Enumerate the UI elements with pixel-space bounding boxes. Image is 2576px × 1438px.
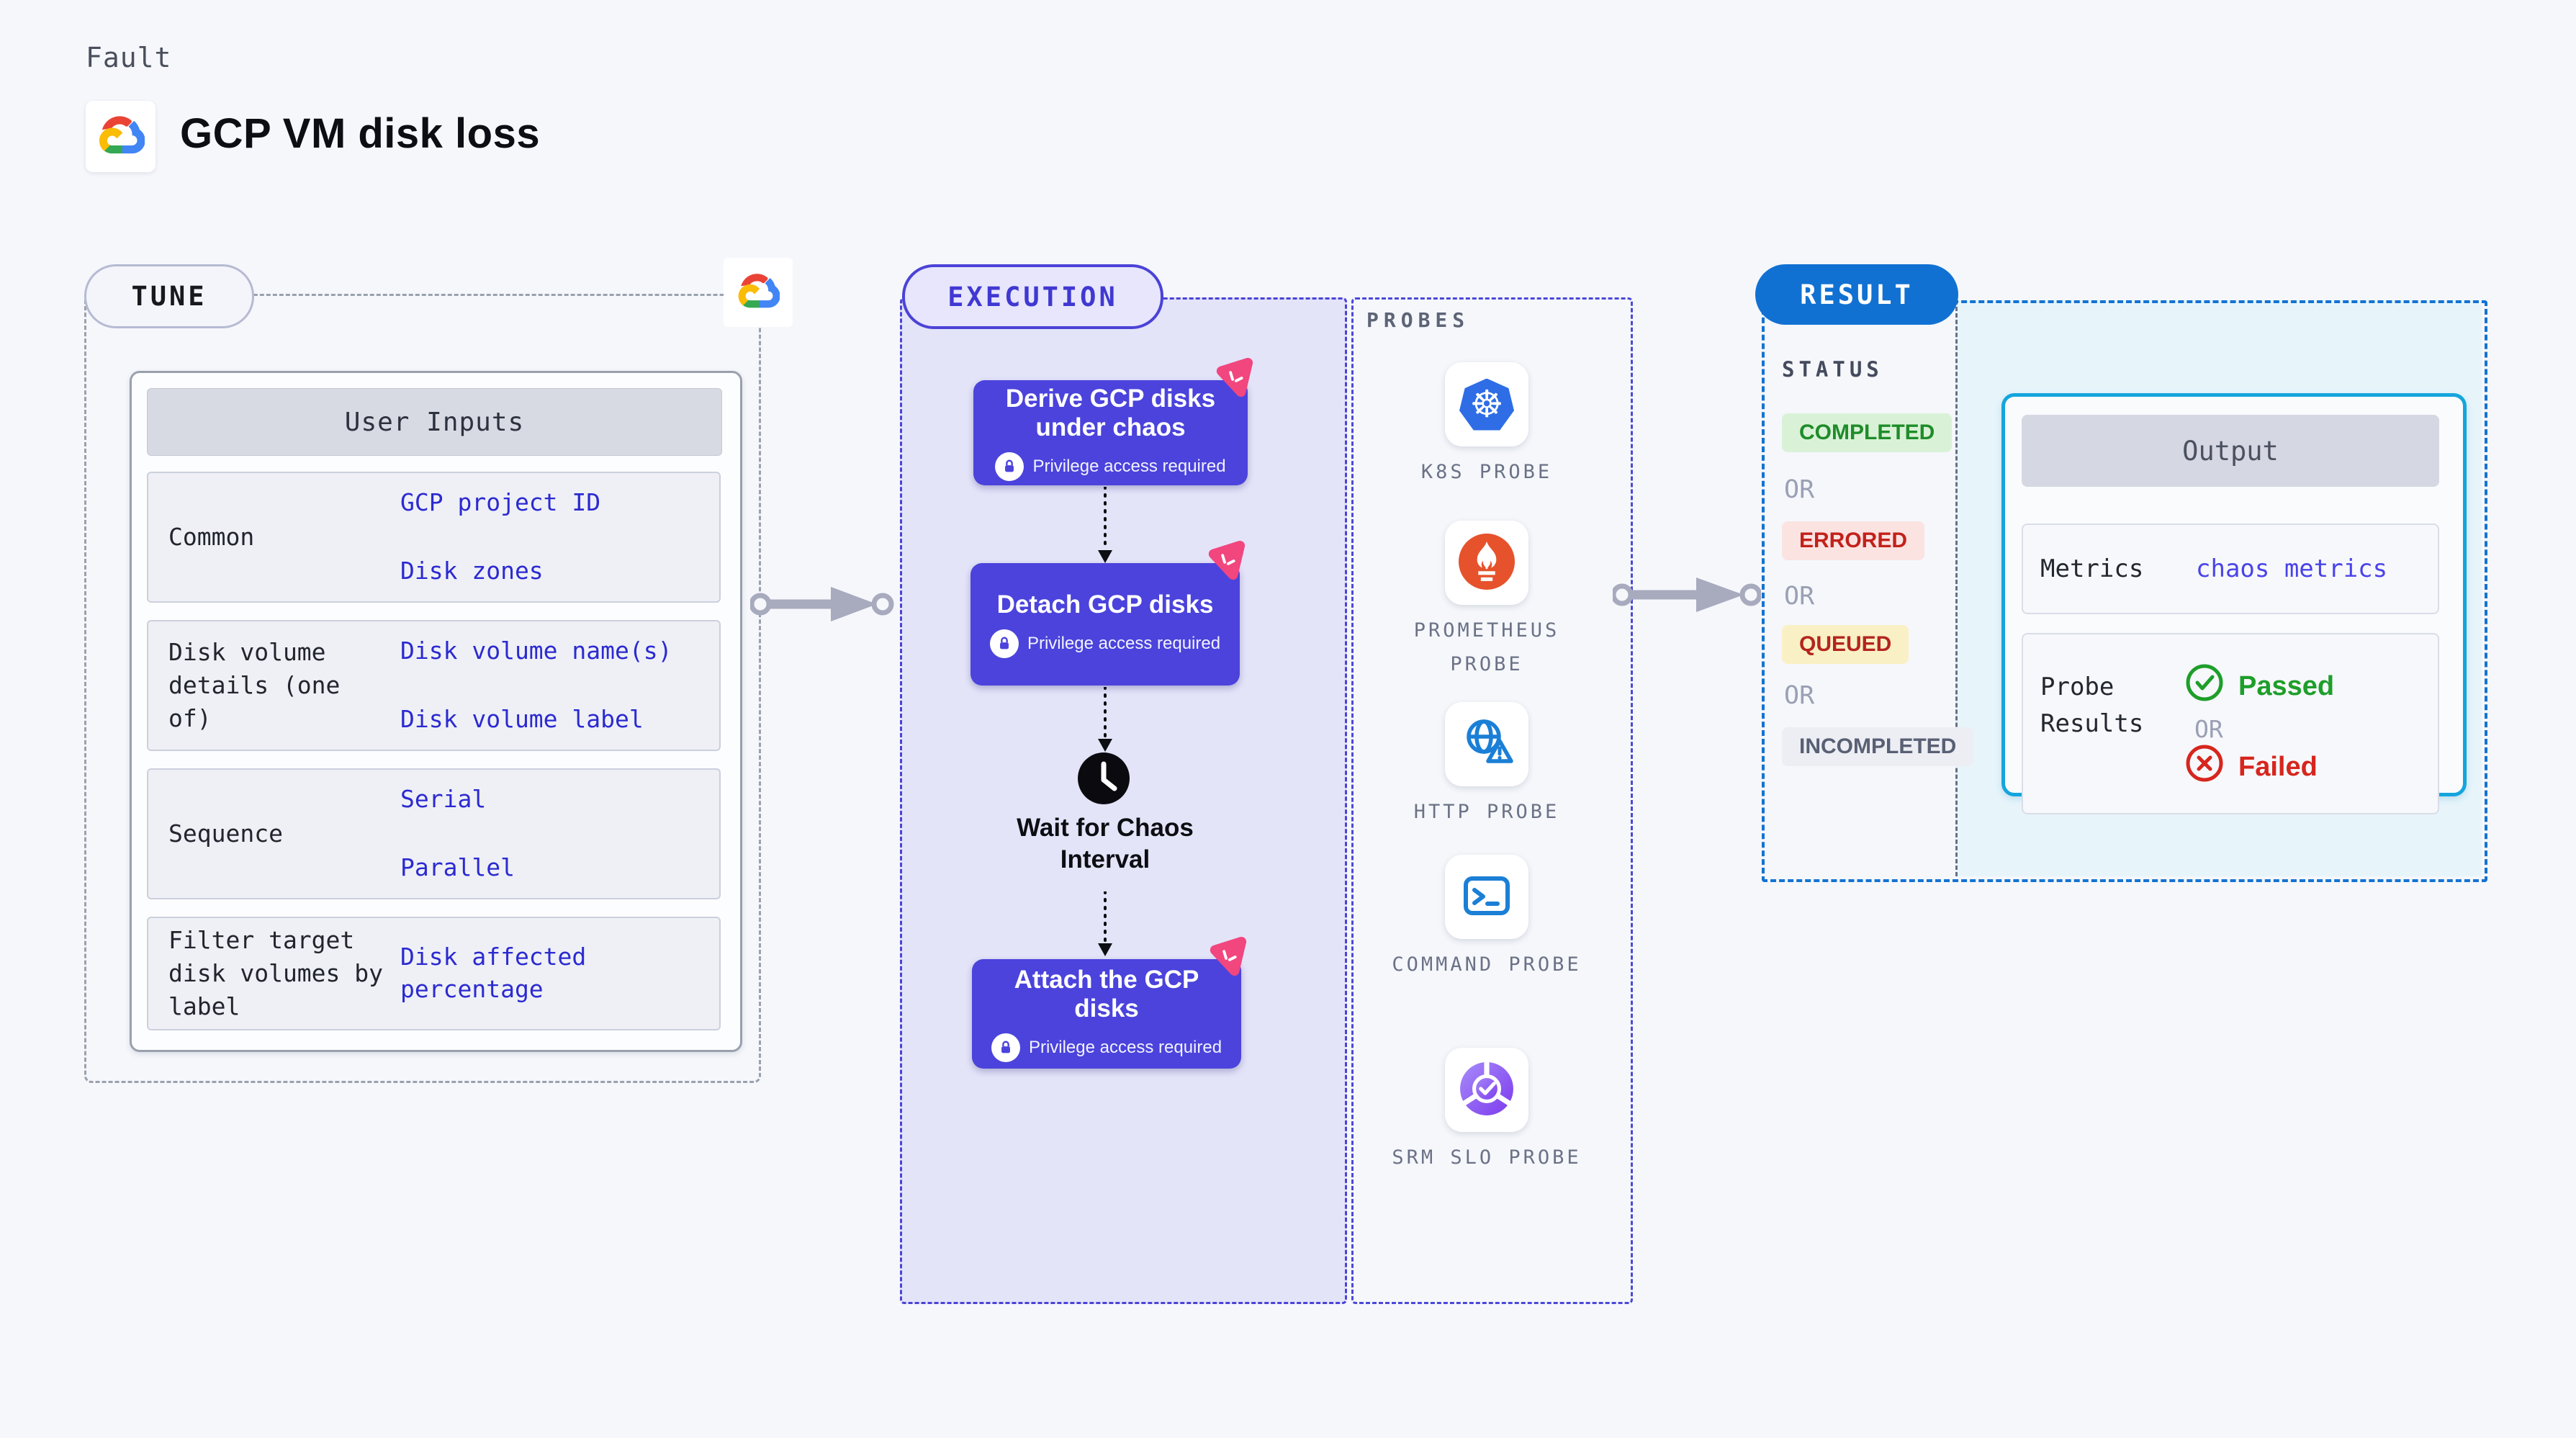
input-row-label: Disk volume details (one of) [168, 637, 341, 733]
lock-icon [995, 452, 1024, 482]
node-attach-gcp-disks: Attach the GCP disks Privilege access re… [972, 936, 1247, 1069]
or-label: OR [1784, 681, 1815, 710]
probe-label-http: HTTP PROBE [1413, 801, 1560, 823]
clock-icon [1078, 752, 1130, 804]
input-link-serial[interactable]: Serial [400, 785, 487, 814]
tune-badge: TUNE [84, 264, 254, 328]
passed-label: Passed [2238, 670, 2335, 701]
node-title: Derive GCP disks under chaos [1005, 384, 1216, 441]
privilege-label: Privilege access required [1032, 457, 1226, 477]
user-inputs-header: User Inputs [147, 388, 722, 456]
result-badge: RESULT [1755, 264, 1958, 325]
dotted-arrow-icon [1096, 686, 1114, 755]
srm-slo-icon [1459, 1061, 1515, 1120]
node-derive-gcp-disks: Derive GCP disks under chaos Privilege a… [973, 357, 1253, 485]
probe-label-command: COMMAND PROBE [1392, 953, 1582, 976]
node-title: Detach GCP disks [996, 590, 1214, 619]
input-link-gcp-project-id[interactable]: GCP project ID [400, 488, 601, 517]
chaos-badge-icon [1205, 540, 1247, 585]
metrics-label: Metrics [2040, 554, 2144, 583]
status-badge-queued: QUEUED [1782, 625, 1909, 664]
dotted-arrow-icon [1096, 890, 1114, 959]
wait-for-chaos-interval-label: Wait for Chaos Interval [1017, 814, 1194, 873]
or-label: OR [2194, 715, 2223, 743]
tune-section-box [84, 294, 761, 1083]
input-row-label: Common [168, 522, 255, 551]
probe-card-http [1445, 702, 1528, 786]
input-row-sequence: Sequence Serial Parallel [147, 768, 721, 899]
probe-card-command [1445, 855, 1528, 939]
gcp-logo-card [86, 101, 156, 172]
probe-card-srm-slo [1445, 1048, 1528, 1132]
node-detach-gcp-disks: Detach GCP disks Privilege access requir… [970, 540, 1246, 686]
failed-label: Failed [2238, 751, 2318, 782]
result-section-box [1762, 300, 2487, 882]
http-globe-icon [1458, 714, 1516, 775]
arrow-right-icon [749, 584, 894, 627]
probes-section-box [1351, 297, 1633, 1304]
prometheus-icon [1459, 533, 1515, 593]
input-row-common: Common GCP project ID Disk zones [147, 472, 721, 603]
dotted-arrow-icon [1096, 485, 1114, 566]
probe-label-prometheus: PROMETHEUS PROBE [1413, 619, 1560, 676]
input-link-disk-zones[interactable]: Disk zones [400, 557, 544, 585]
output-probe-results-row: Probe Results Passed OR Failed [2022, 633, 2439, 814]
chaos-badge-icon [1213, 357, 1255, 402]
or-label: OR [1784, 582, 1815, 611]
or-label: OR [1784, 475, 1815, 504]
input-row-filter-by-label: Filter target disk volumes by label Disk… [147, 917, 721, 1030]
status-label: STATUS [1782, 357, 1883, 382]
probe-card-prometheus [1445, 521, 1528, 605]
node-title: Attach the GCP disks [1014, 965, 1199, 1023]
probe-results-label: Probe Results [2040, 673, 2144, 738]
kubernetes-icon: ☸ [1459, 378, 1514, 431]
lock-icon [989, 629, 1019, 659]
chaos-metrics-link[interactable]: chaos metrics [2196, 554, 2388, 583]
probe-card-k8s: ☸ [1445, 362, 1528, 446]
fault-label: Fault [86, 42, 172, 73]
gcp-logo-icon [737, 274, 780, 311]
input-row-disk-volume-details: Disk volume details (one of) Disk volume… [147, 620, 721, 751]
arrow-right-icon [1611, 575, 1762, 618]
privilege-label: Privilege access required [1027, 634, 1221, 654]
lock-icon [991, 1033, 1020, 1063]
input-row-label: Sequence [168, 819, 283, 848]
check-circle-icon [2185, 663, 2224, 709]
chaos-badge-icon [1207, 936, 1248, 981]
output-metrics-row: Metrics chaos metrics [2022, 523, 2439, 614]
input-link-disk-volume-label[interactable]: Disk volume label [400, 705, 644, 733]
probe-label-k8s: K8S PROBE [1420, 461, 1553, 483]
status-output-divider [1955, 300, 1958, 876]
output-header: Output [2022, 415, 2439, 487]
probes-label: PROBES [1366, 308, 1470, 332]
status-badge-incompleted: INCOMPLETED [1782, 727, 1974, 766]
command-terminal-icon [1459, 868, 1514, 926]
input-link-disk-volume-names[interactable]: Disk volume name(s) [400, 637, 672, 665]
gcp-logo-corner-card [724, 258, 793, 327]
input-link-disk-affected-percentage[interactable]: Disk affected percentage [400, 943, 587, 1003]
status-badge-errored: ERRORED [1782, 521, 1925, 560]
page-title: GCP VM disk loss [180, 110, 541, 157]
input-link-parallel[interactable]: Parallel [400, 853, 515, 881]
input-row-label: Filter target disk volumes by label [168, 925, 384, 1021]
execution-badge: EXECUTION [902, 264, 1163, 329]
gcp-logo-icon [97, 116, 145, 157]
privilege-label: Privilege access required [1028, 1038, 1222, 1058]
x-circle-icon [2185, 744, 2224, 790]
status-badge-completed: COMPLETED [1782, 413, 1953, 452]
probe-label-srm-slo: SRM SLO PROBE [1392, 1146, 1582, 1169]
